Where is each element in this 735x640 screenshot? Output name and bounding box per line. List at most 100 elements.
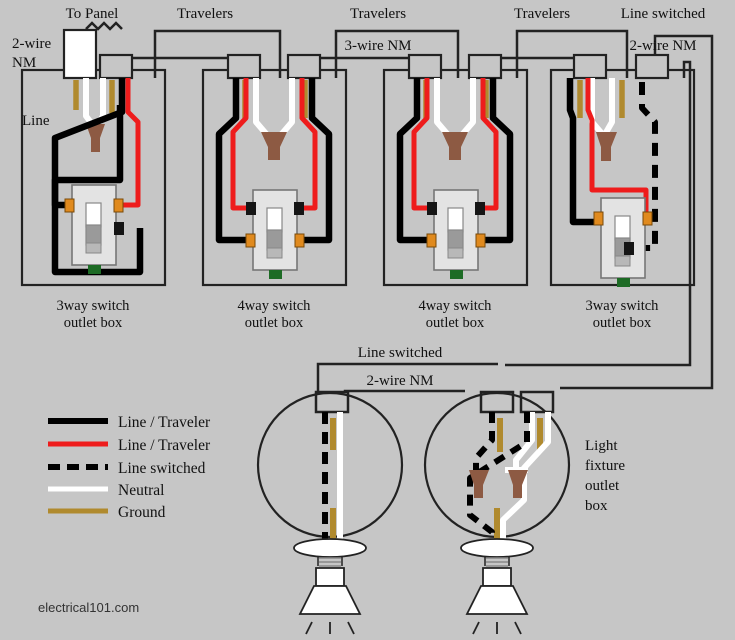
legend-label-0: Line / Traveler xyxy=(118,414,211,431)
box-3-traveler-red-right xyxy=(477,78,499,211)
box-3-traveler-black-right xyxy=(481,78,514,244)
box-2-cable-sheath-left xyxy=(226,53,262,80)
box-3-outline xyxy=(382,68,529,287)
label-travelers-2: Travelers xyxy=(350,6,406,22)
box-2-screw-ground-green xyxy=(269,270,282,279)
box-4-caption-line2: outlet box xyxy=(593,315,652,331)
box-2-traveler-black-right xyxy=(300,78,333,244)
box-1-cable-sheath-left xyxy=(62,28,98,80)
text-layer: To Panel Travelers Travelers Travelers L… xyxy=(12,6,706,615)
box-1-toggle-lower[interactable] xyxy=(85,224,102,246)
fixture-right-canopy xyxy=(460,538,534,558)
legend-label-2: Line switched xyxy=(118,460,206,477)
box-3-caption-line2: outlet box xyxy=(426,315,485,331)
box-2-traveler-red-right xyxy=(296,78,318,211)
box-2-cable-sheath-right xyxy=(286,53,322,80)
box-4-screw-ground-green xyxy=(617,278,630,287)
fixture-right-socket-threads xyxy=(486,557,508,567)
traveler-run-2-outer xyxy=(334,29,460,78)
box-1-toggle-base xyxy=(85,242,102,254)
fixture-label-line-4: box xyxy=(585,498,608,514)
fixture-right-wire-nut-right xyxy=(508,470,528,498)
fixture-label-line-1: Light xyxy=(585,438,618,454)
box-4-screw-brass-right xyxy=(642,211,653,226)
box-1-group xyxy=(20,28,167,287)
box-2-traveler-black-left xyxy=(215,78,248,244)
fixture-label-line-3: outlet xyxy=(585,478,620,494)
box-3-traveler-red-left xyxy=(411,78,433,211)
box-3-cable-sheath-left xyxy=(407,53,443,80)
box-4-caption-line1: 3way switch xyxy=(586,298,660,314)
fixture-left-neck-sides xyxy=(317,556,343,566)
label-2wire-nm-left-line2: NM xyxy=(12,55,36,71)
label-to-panel: To Panel xyxy=(66,6,119,22)
box-3-screw-black-left xyxy=(427,202,437,215)
box-3-toggle-upper[interactable] xyxy=(447,207,464,233)
box-2-group xyxy=(201,53,348,287)
box-1-traveler-black xyxy=(51,105,124,209)
legend-label-3: Neutral xyxy=(118,482,164,499)
box-2-screw-black-right xyxy=(294,202,304,215)
fixture-left-group xyxy=(256,391,404,635)
box-2-screw-black-left xyxy=(246,202,256,215)
box-2-traveler-red-left xyxy=(230,78,252,211)
box-1-caption-line1: 3way switch xyxy=(57,298,131,314)
fixture-right-light-rays xyxy=(472,621,522,635)
box-4-toggle-upper[interactable] xyxy=(614,215,631,241)
box-3-neutral-b xyxy=(458,78,476,138)
fixture-left-bulb-shade xyxy=(298,585,362,615)
box-2-neutral-b xyxy=(277,78,295,138)
legend-label-1: Line / Traveler xyxy=(118,437,211,454)
box-2-neutral-a xyxy=(253,78,271,138)
box-3-screw-black-right xyxy=(475,202,485,215)
box-4-screw-brass-left xyxy=(593,211,604,226)
traveler-run-3-outer xyxy=(515,29,629,78)
fixture-right-switched-b xyxy=(467,412,530,545)
box-2-toggle-lower[interactable] xyxy=(266,229,283,251)
box-3-screw-brass-left xyxy=(426,233,437,248)
box-2-wire-nut xyxy=(261,132,287,160)
box-1-cable-sheath-right xyxy=(98,53,134,80)
legend-label-4: Ground xyxy=(118,504,166,521)
box-1-screw-common-black xyxy=(114,222,124,235)
box-3-group xyxy=(382,53,529,287)
box-3-screw-ground-green xyxy=(450,270,463,279)
fixture-left-socket xyxy=(315,567,345,587)
fixture-label-line-2: fixture xyxy=(585,458,625,474)
label-line-switched-top: Line switched xyxy=(621,6,706,22)
label-line-switched-bottom: Line switched xyxy=(358,345,443,361)
fixture-right-switched-a xyxy=(473,412,495,470)
line-switched-run-inner xyxy=(505,60,692,367)
box-3-traveler-black-left xyxy=(396,78,429,244)
fixture-cable-routing xyxy=(314,362,555,414)
box-4-wire-nut xyxy=(596,132,617,161)
box-2-caption-line2: outlet box xyxy=(245,315,304,331)
fixture-left-canopy xyxy=(293,538,367,558)
label-line: Line xyxy=(22,113,50,129)
legend-group xyxy=(48,418,108,514)
label-2wire-nm-bottom: 2-wire NM xyxy=(366,373,433,389)
box-3-toggle-lower[interactable] xyxy=(447,229,464,251)
box-1-caption-line2: outlet box xyxy=(64,315,123,331)
box-2-screw-brass-left xyxy=(245,233,256,248)
label-2wire-nm-right: 2-wire NM xyxy=(629,38,696,54)
box-1-toggle-upper[interactable] xyxy=(85,202,102,228)
label-3wire-nm: 3-wire NM xyxy=(344,38,411,54)
box-3-screw-brass-right xyxy=(475,233,486,248)
box-4-group xyxy=(549,53,696,287)
box-3-caption-line1: 4way switch xyxy=(419,298,493,314)
label-travelers-3: Travelers xyxy=(514,6,570,22)
fixture-right-neutral-b xyxy=(500,412,551,545)
box-4-toggle-base xyxy=(614,255,631,267)
fixture-left-socket-threads xyxy=(319,557,341,567)
box-1-screw-brass-left xyxy=(64,198,75,213)
watermark: electrical101.com xyxy=(38,600,139,615)
fixture-right-neutral-a xyxy=(513,412,535,470)
traveler-run-1-outer xyxy=(153,29,282,78)
fixture-right-sheath-b xyxy=(519,390,555,414)
box-2-caption-line1: 4way switch xyxy=(238,298,312,314)
box-2-toggle-upper[interactable] xyxy=(266,207,283,233)
box-3-neutral-a xyxy=(434,78,452,138)
box-1-wire-nut xyxy=(86,124,105,152)
